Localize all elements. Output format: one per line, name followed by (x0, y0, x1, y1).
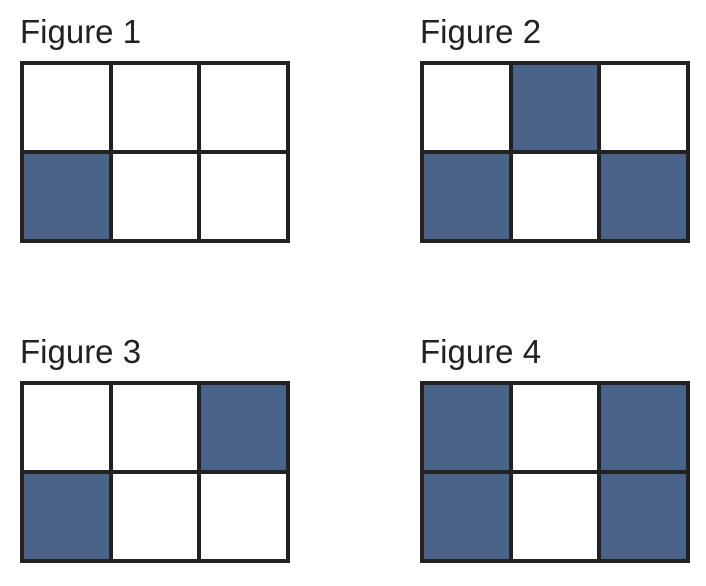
figure-1: Figure 1 (20, 13, 290, 243)
empty-cell (601, 65, 686, 150)
empty-cell (512, 385, 598, 470)
shaded-cell (24, 154, 109, 239)
figure-title: Figure 3 (20, 333, 142, 370)
empty-cell (201, 474, 286, 559)
shaded-cell (201, 385, 286, 470)
figure-title: Figure 1 (20, 13, 142, 50)
empty-cell (24, 65, 109, 150)
empty-cell (112, 474, 198, 559)
shaded-cell (24, 474, 109, 559)
shaded-cell (601, 474, 686, 559)
empty-cell (112, 154, 198, 239)
shaded-cell (424, 154, 509, 239)
shaded-cell (601, 385, 686, 470)
shaded-cell (601, 154, 686, 239)
empty-cell (512, 154, 598, 239)
shaded-cell (424, 474, 509, 559)
figure-grid (20, 61, 290, 243)
empty-cell (112, 65, 198, 150)
empty-cell (424, 65, 509, 150)
figure-grid (420, 381, 690, 563)
empty-cell (24, 385, 109, 470)
empty-cell (201, 65, 286, 150)
figure-2: Figure 2 (420, 13, 690, 243)
empty-cell (201, 154, 286, 239)
figure-3: Figure 3 (20, 333, 290, 563)
figure-grid (420, 61, 690, 243)
figure-title: Figure 2 (420, 13, 542, 50)
shaded-cell (424, 385, 509, 470)
figure-4: Figure 4 (420, 333, 690, 563)
figure-title: Figure 4 (420, 333, 542, 370)
empty-cell (512, 474, 598, 559)
shaded-cell (512, 65, 598, 150)
figure-grid (20, 381, 290, 563)
empty-cell (112, 385, 198, 470)
